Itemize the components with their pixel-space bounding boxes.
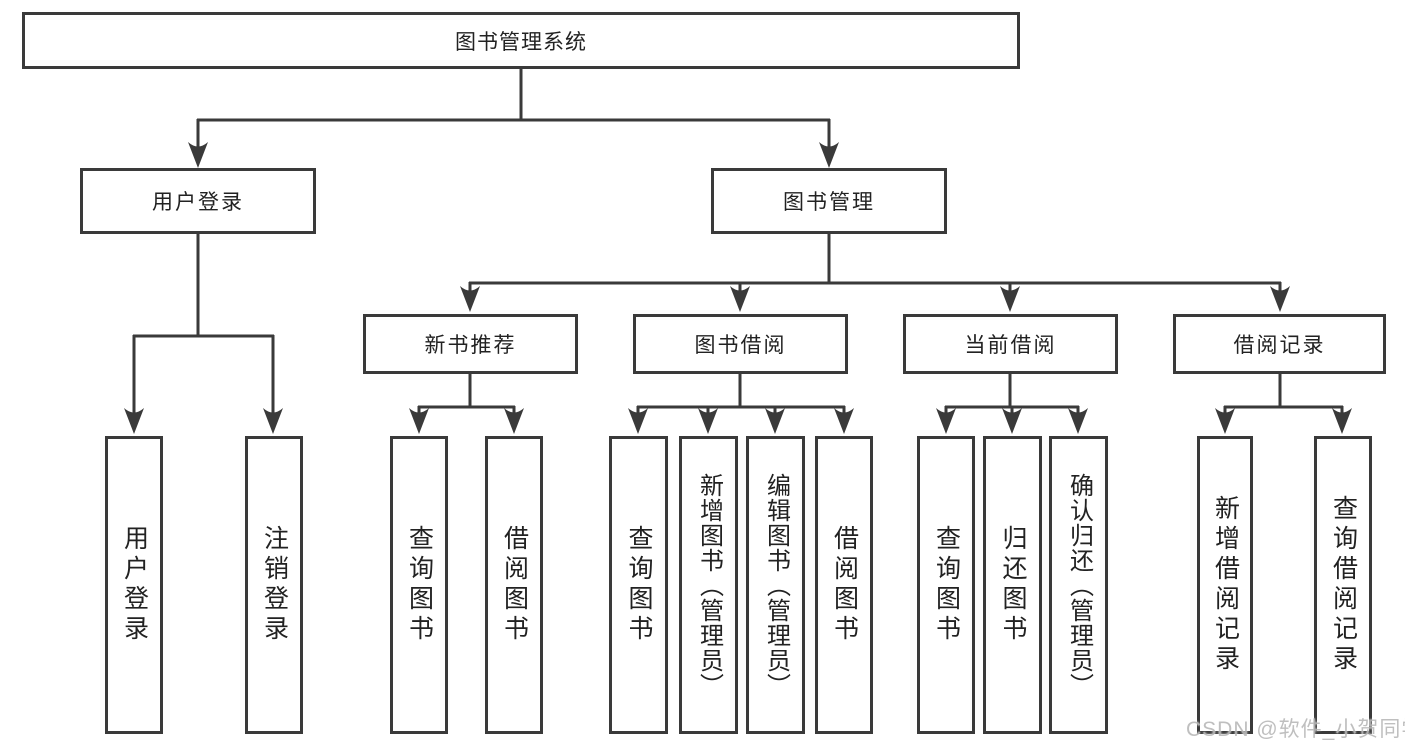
- arrow-down-icon: [504, 408, 524, 434]
- node-logout-leaf: 注销登录: [245, 436, 303, 734]
- arrow-down-icon: [765, 408, 785, 434]
- node-borrow-books-leaf: 借阅图书: [815, 436, 873, 734]
- node-user-login-leaf: 用户登录: [105, 436, 163, 734]
- node-add-borrow-record: 新增借阅记录: [1197, 436, 1253, 734]
- arrow-down-icon: [819, 142, 839, 168]
- arrow-down-icon: [1332, 408, 1352, 434]
- csdn-watermark: CSDN @软件_小贺同学: [1186, 718, 1405, 741]
- arrow-down-icon: [1068, 408, 1088, 434]
- arrow-down-icon: [1215, 408, 1235, 434]
- node-query-books-recommend: 查询图书: [390, 436, 448, 734]
- node-new-book-recommendation: 新书推荐: [363, 314, 578, 374]
- arrow-down-icon: [409, 408, 429, 434]
- node-current-borrowing: 当前借阅: [903, 314, 1118, 374]
- arrow-down-icon: [1000, 286, 1020, 312]
- node-borrowing-records: 借阅记录: [1173, 314, 1386, 374]
- arrow-down-icon: [698, 408, 718, 434]
- node-borrow-books-recommend: 借阅图书: [485, 436, 543, 734]
- node-user-login: 用户登录: [80, 168, 316, 234]
- node-book-borrowing: 图书借阅: [633, 314, 848, 374]
- arrow-down-icon: [936, 408, 956, 434]
- node-query-borrow-record: 查询借阅记录: [1314, 436, 1372, 734]
- arrow-down-icon: [124, 408, 144, 434]
- node-edit-book-admin: 编辑图书（管理员）: [746, 436, 805, 734]
- arrow-down-icon: [263, 408, 283, 434]
- node-library-management-system: 图书管理系统: [22, 12, 1020, 69]
- arrow-down-icon: [730, 286, 750, 312]
- arrow-down-icon: [460, 286, 480, 312]
- node-query-books-current: 查询图书: [917, 436, 975, 734]
- arrow-down-icon: [628, 408, 648, 434]
- node-return-books: 归还图书: [983, 436, 1042, 734]
- arrow-down-icon: [188, 142, 208, 168]
- node-query-books-borrowing: 查询图书: [609, 436, 668, 734]
- arrow-down-icon: [1002, 408, 1022, 434]
- node-book-management: 图书管理: [711, 168, 947, 234]
- node-add-book-admin: 新增图书（管理员）: [679, 436, 738, 734]
- arrow-down-icon: [1270, 286, 1290, 312]
- node-confirm-return-admin: 确认归还（管理员）: [1049, 436, 1108, 734]
- arrow-down-icon: [834, 408, 854, 434]
